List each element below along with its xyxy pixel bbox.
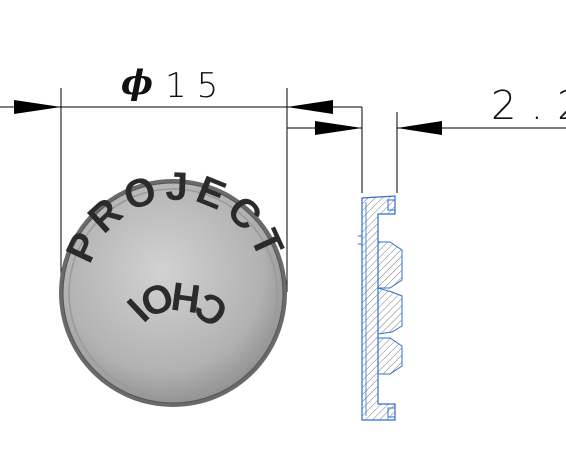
diameter-dimension: ϕ 15: [0, 63, 333, 292]
diameter-arrow-left: [14, 100, 61, 114]
section-rib-upper: [377, 241, 403, 289]
coin-inner-edge: [68, 188, 278, 398]
diameter-arrow-right: [287, 100, 333, 114]
section-tab-top: [387, 199, 396, 211]
diameter-value: 15: [165, 66, 228, 106]
thickness-dimension: 2.2: [287, 83, 566, 193]
thickness-value: 2.2: [491, 83, 566, 129]
thickness-arrow-left: [315, 121, 362, 135]
diameter-symbol: ϕ: [121, 63, 153, 103]
coin-face: [62, 182, 284, 404]
section-rib-lower: [377, 337, 403, 375]
section-view: [358, 195, 403, 421]
section-tab-bottom: [387, 407, 396, 418]
section-rib-middle: [377, 287, 403, 335]
coin-front-view: PROJECT CHOI: [58, 165, 288, 407]
thickness-arrow-right: [397, 121, 442, 135]
